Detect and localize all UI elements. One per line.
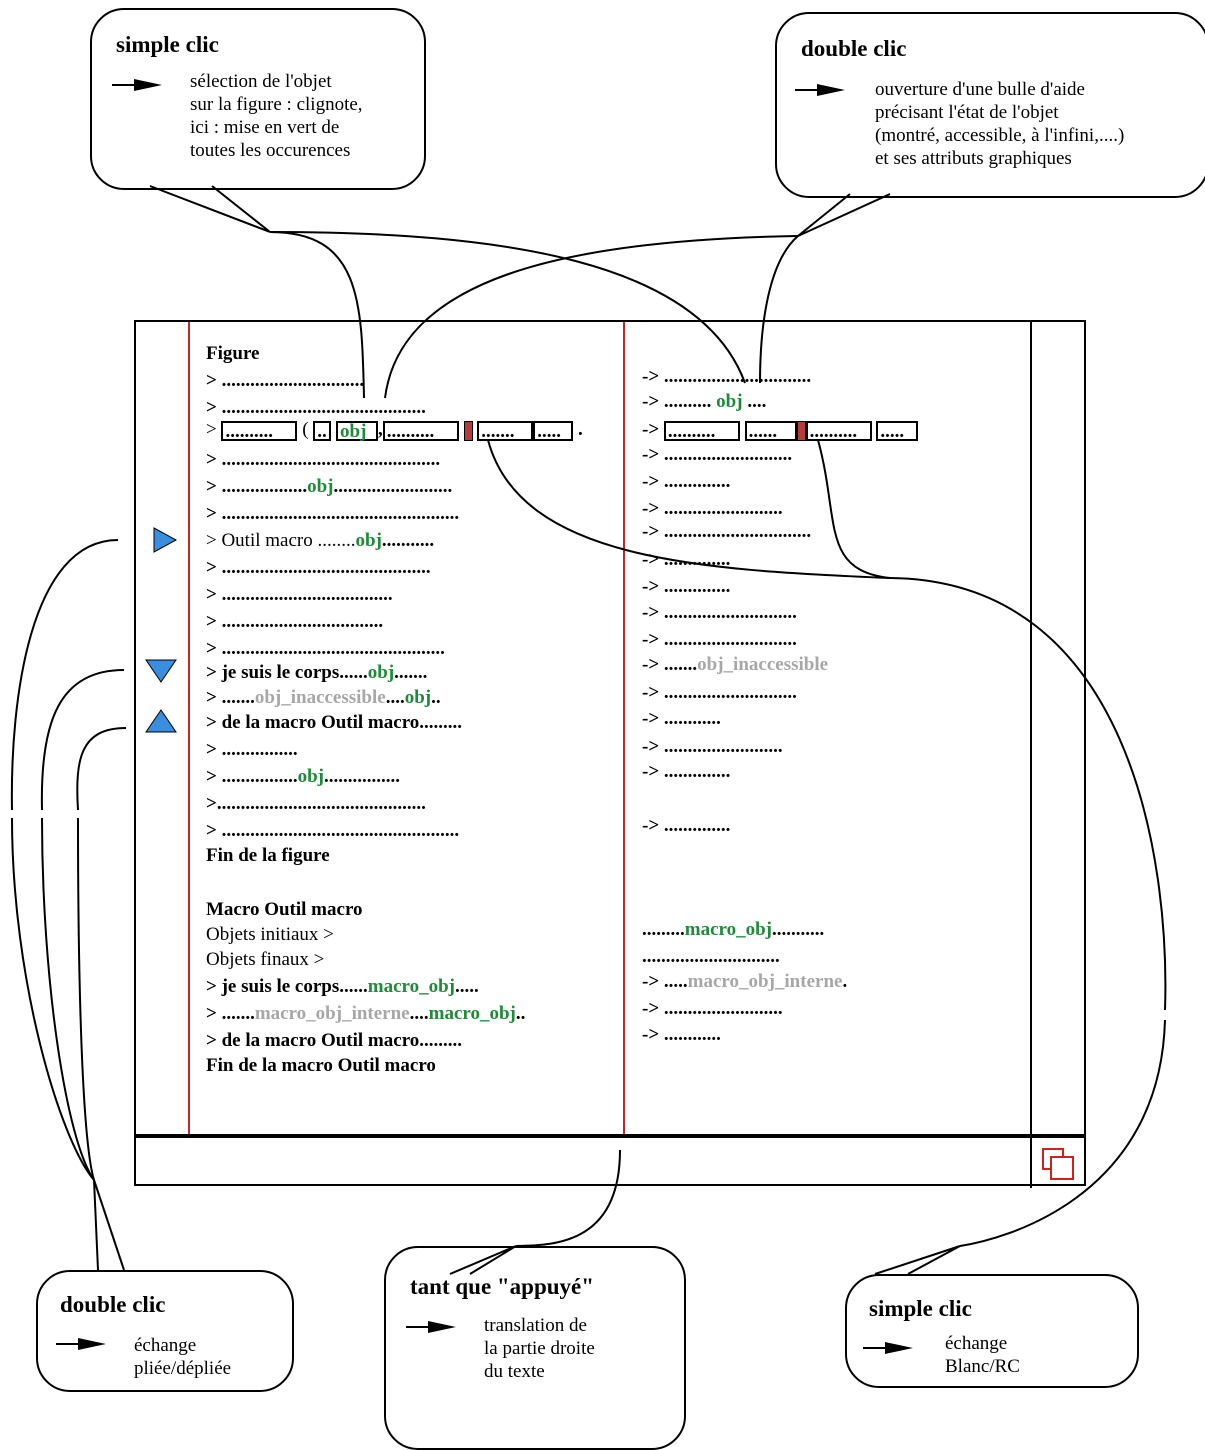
callout-title: tant que "appuyé" [410, 1274, 595, 1299]
text-line: -> .....macro_obj_interne. [642, 971, 848, 992]
text-line: > .................................... [206, 584, 393, 605]
text-line: > ................ [206, 739, 298, 760]
object-box-obj[interactable]: obj [336, 420, 379, 441]
text-line: > de la macro Outil macro......... [206, 712, 463, 733]
connector-curve [10, 539, 119, 811]
triangle-down-icon[interactable] [144, 658, 178, 684]
callout-title: simple clic [116, 32, 219, 57]
red-marker [463, 420, 473, 441]
connector-curve [41, 817, 95, 1181]
text-line: Objets initiaux > [206, 924, 334, 945]
object-box[interactable]: .......... [221, 420, 298, 441]
text-line: -> .............. [642, 761, 731, 782]
arrow-right-icon [795, 84, 845, 96]
callout-title: simple clic [869, 1296, 972, 1321]
bottom-scroll-bar[interactable] [136, 1138, 1030, 1186]
object-box[interactable]: ...... [744, 420, 797, 441]
text-line: -> .............. [642, 549, 731, 570]
text-line: -> ............ [642, 708, 721, 729]
text-line: -> .............. [642, 471, 731, 492]
object-box[interactable]: .......... [805, 420, 872, 441]
callout-pointer [149, 185, 271, 233]
vertical-scroll-bar[interactable] [1032, 322, 1086, 1134]
fin-macro: Fin de la macro Outil macro [206, 1055, 436, 1076]
text-line: -> ............................ [642, 602, 797, 623]
text-line: > ......................................… [206, 557, 431, 578]
arrow-right-icon [863, 1342, 913, 1354]
text-line: -> ............ [642, 1024, 721, 1045]
text-line: .........macro_obj........... [642, 919, 825, 940]
text-line: -> .............. [642, 576, 731, 597]
text-line: -> .......... obj .... [642, 391, 767, 412]
arrow-right-icon [112, 79, 162, 91]
text-line: > je suis le corps......macro_obj..... [206, 976, 479, 997]
text-line: > .......macro_obj_interne....macro_obj.… [206, 1003, 526, 1024]
text-line: -> .............. [642, 815, 731, 836]
text-line: -> ............................... [642, 521, 812, 542]
red-divider-left [188, 322, 190, 1138]
text-line: >.......................................… [206, 793, 426, 814]
text-line: -> ............................ [642, 629, 797, 650]
text-line: Objets finaux > [206, 949, 325, 970]
callout-title: double clic [60, 1292, 166, 1317]
text-line: -> .......obj_inaccessible [642, 654, 829, 675]
text-line: -> ............................... [642, 366, 812, 387]
text-line: > ......................................… [206, 397, 426, 418]
object-box[interactable]: .. [313, 420, 332, 441]
connector-curve [40, 669, 125, 811]
red-divider-handle[interactable] [623, 322, 625, 1138]
text-line-boxes: -> .......... ................ ..... [642, 417, 919, 443]
text-line: > .................................. [206, 611, 384, 632]
overlapping-squares-icon[interactable] [1038, 1144, 1078, 1184]
text-line: > ......................................… [206, 820, 460, 841]
triangle-right-icon[interactable] [152, 526, 178, 554]
red-marker [796, 420, 806, 441]
arrow-right-icon [406, 1321, 456, 1333]
callout-pointer [874, 1245, 961, 1275]
arrow-right-icon [56, 1338, 106, 1350]
text-line-macro: > Outil macro ........obj........... [206, 530, 435, 551]
object-box[interactable]: ..... [876, 420, 919, 441]
text-line: ............................. [642, 946, 780, 967]
text-line: -> ............................ [642, 682, 797, 703]
text-line: > ..................obj.................… [206, 476, 453, 497]
text-line: > de la macro Outil macro......... [206, 1030, 463, 1051]
text-line-boxes: > .......... ( .. obj,.......... .......… [206, 419, 583, 442]
text-line: -> ......................... [642, 998, 783, 1019]
text-line: > .......obj_inaccessible....obj.. [206, 687, 441, 708]
connector-curve [11, 817, 95, 1181]
connector-curve [77, 817, 95, 1181]
text-line: > ......................................… [206, 449, 441, 470]
figure-heading: Figure [206, 343, 260, 364]
text-line: -> ........................... [642, 444, 793, 465]
fin-figure: Fin de la figure [206, 845, 330, 866]
object-box[interactable]: .......... [663, 420, 740, 441]
callout-double-clic-top: double clic ouverture d'une bulle d'aide… [775, 12, 1205, 198]
triangle-up-icon[interactable] [144, 708, 178, 734]
object-box[interactable]: .......... [382, 420, 459, 441]
object-box[interactable]: ....... [477, 420, 534, 441]
text-line: -> ......................... [642, 736, 783, 757]
macro-heading: Macro Outil macro [206, 899, 363, 920]
text-line: > ......................................… [206, 503, 460, 524]
text-line: > je suis le corps......obj....... [206, 662, 428, 683]
text-line: > ................obj................ [206, 766, 400, 787]
connector-curve [76, 727, 127, 811]
text-line: > ......................................… [206, 638, 445, 659]
text-line: > .............................. [206, 370, 365, 391]
callout-title: double clic [801, 36, 907, 61]
callout-pointer [93, 1179, 125, 1271]
object-box[interactable]: ..... [533, 420, 574, 441]
callout-pointer [797, 193, 891, 237]
bottom-bar-divider [136, 1134, 1086, 1138]
